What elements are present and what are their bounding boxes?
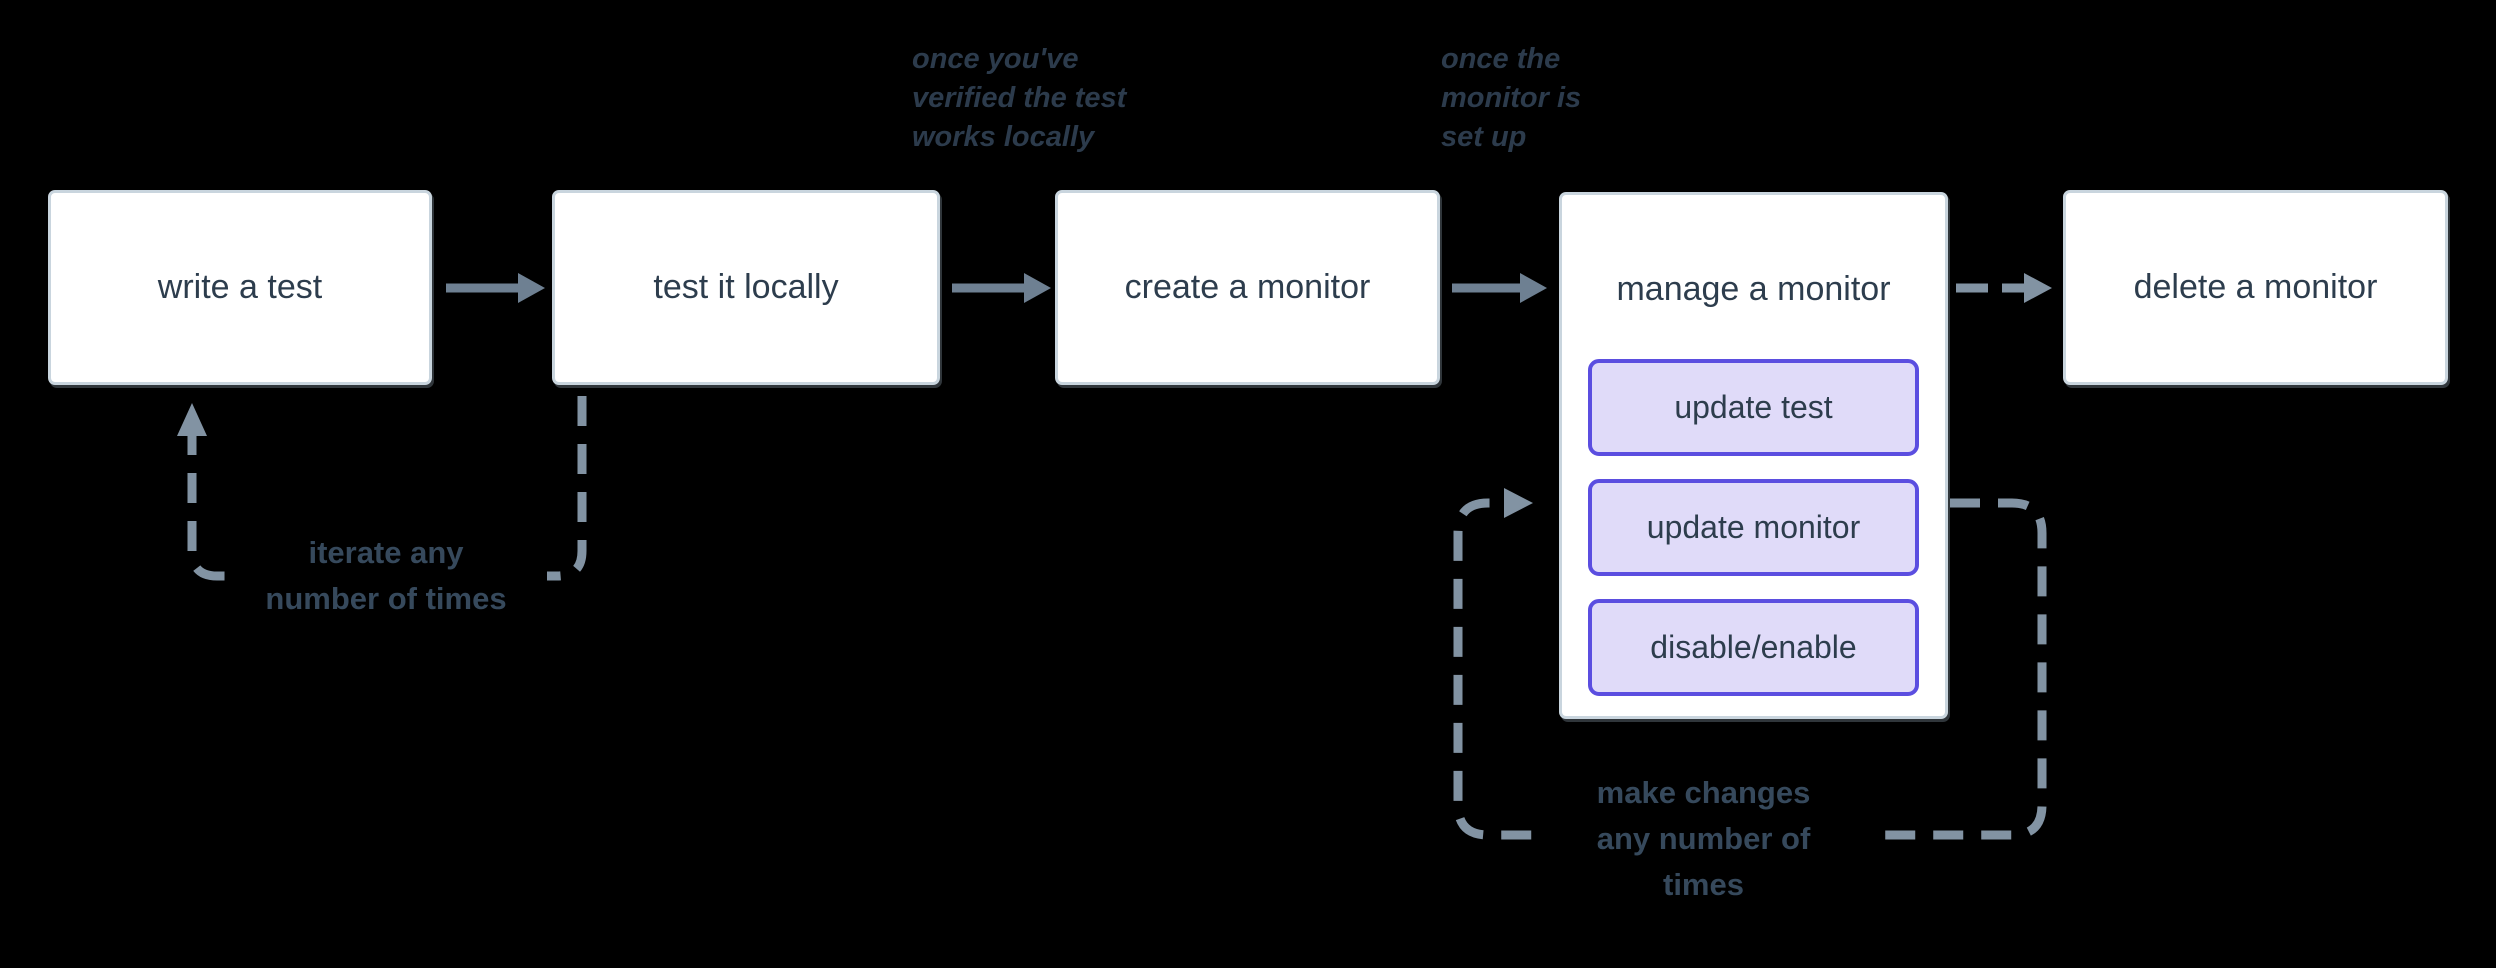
arrow-write-to-test-icon	[446, 273, 545, 303]
label-iterate-loop: iterate any number of times	[225, 530, 547, 622]
button-label: update test	[1674, 389, 1833, 425]
node-delete-a-monitor: delete a monitor	[2063, 190, 2448, 385]
button-disable-enable: disable/enable	[1588, 599, 1919, 696]
button-update-monitor: update monitor	[1588, 479, 1919, 576]
node-label: manage a monitor	[1616, 270, 1891, 308]
node-label: delete a monitor	[2133, 268, 2378, 306]
node-create-a-monitor: create a monitor	[1055, 190, 1440, 385]
node-manage-a-monitor: manage a monitor update test update moni…	[1559, 192, 1948, 719]
node-label: test it locally	[653, 268, 839, 306]
annotation-once-setup: once the monitor is set up	[1441, 43, 1582, 153]
node-label: write a test	[157, 268, 323, 306]
node-label: create a monitor	[1124, 268, 1371, 306]
button-label: disable/enable	[1650, 629, 1857, 665]
arrow-test-to-create-icon	[952, 273, 1051, 303]
label-make-changes-loop: make changes any number of times	[1535, 770, 1872, 908]
button-update-test: update test	[1588, 359, 1919, 456]
annotation-once-verified: once you've verified the test works loca…	[912, 43, 1127, 153]
button-label: update monitor	[1646, 509, 1861, 545]
node-write-a-test: write a test	[48, 190, 432, 385]
arrow-create-to-manage-icon	[1452, 273, 1547, 303]
node-test-it-locally: test it locally	[552, 190, 940, 385]
dashed-arrow-manage-to-delete-icon	[1956, 273, 2052, 303]
